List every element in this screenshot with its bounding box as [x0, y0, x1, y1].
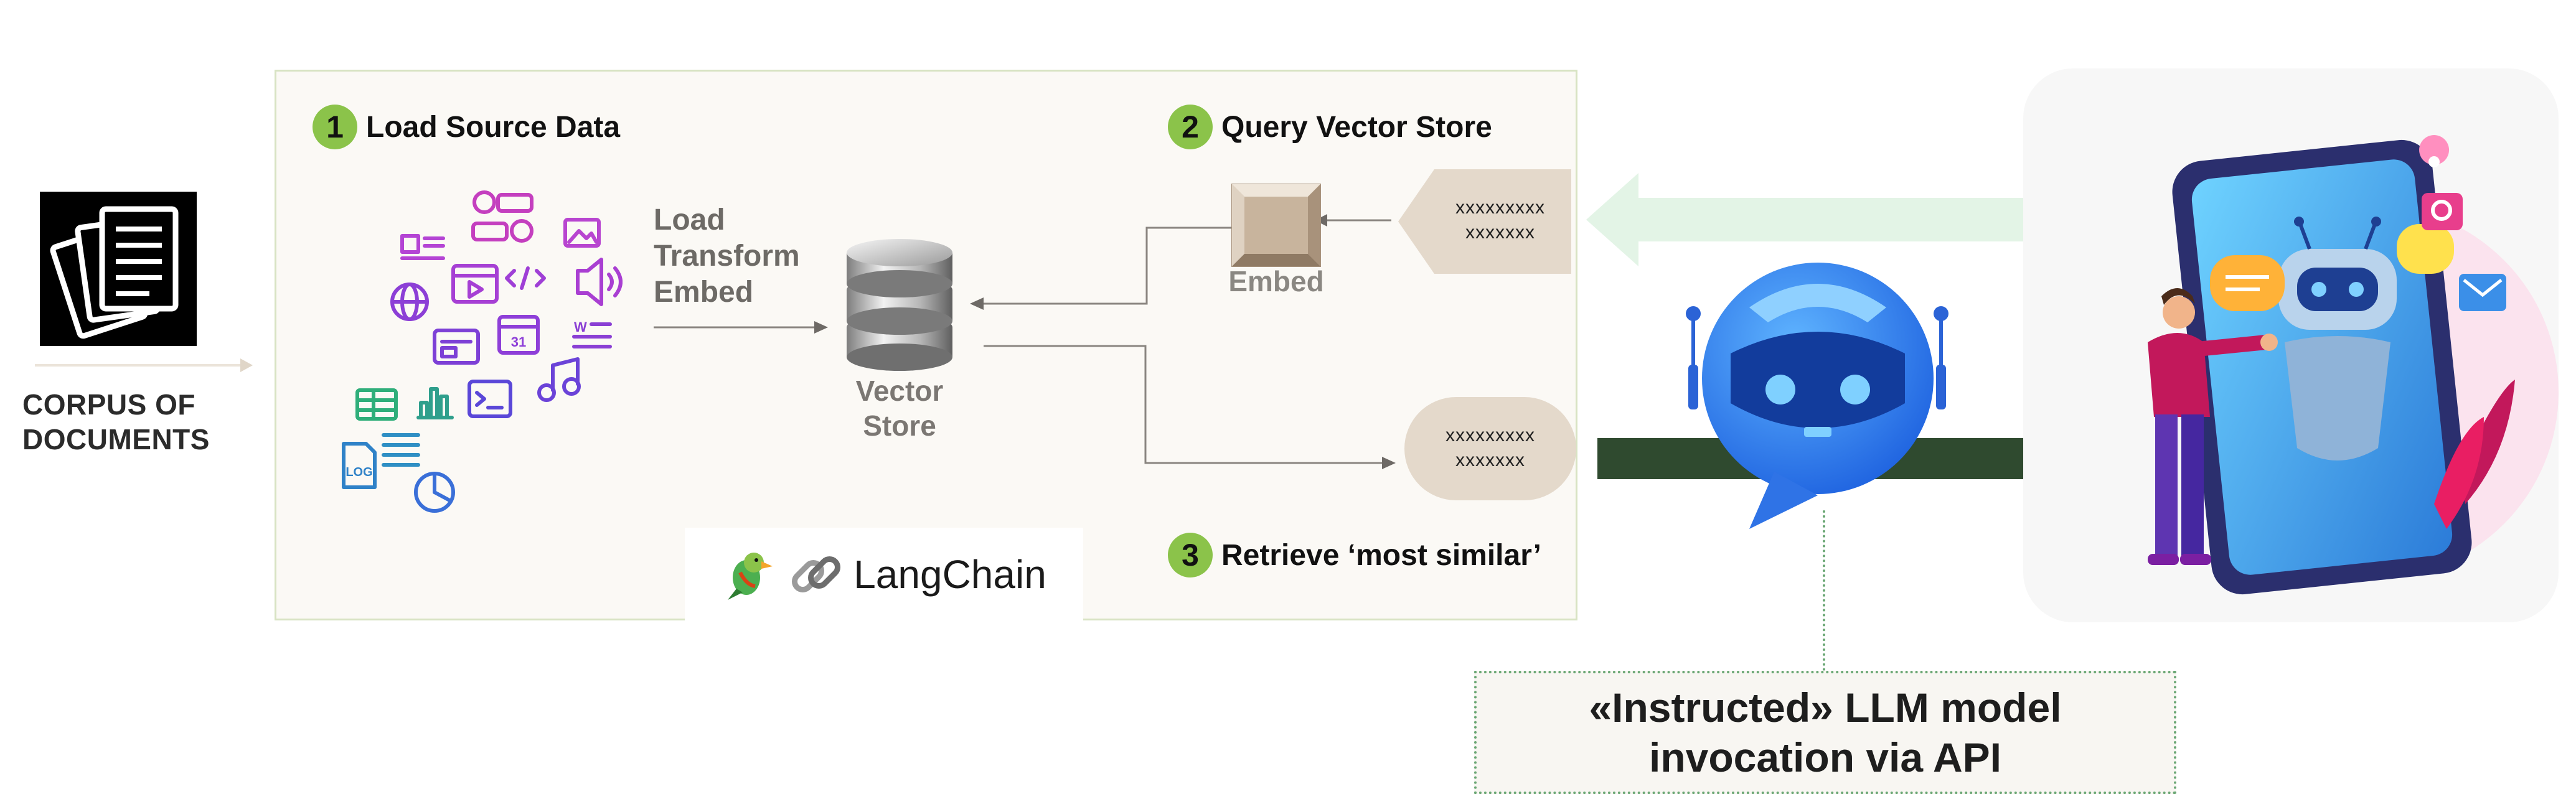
parrot-icon	[728, 553, 773, 600]
music-icon	[537, 357, 581, 402]
step-3-heading: 3 Retrieve ‘most similar’	[1168, 533, 1541, 577]
corpus-label: CORPUS OF DOCUMENTS	[22, 387, 210, 457]
id-card-icon	[433, 329, 480, 365]
video-player-icon	[451, 264, 499, 304]
app-robot	[2278, 217, 2397, 460]
step-3-badge: 3	[1168, 533, 1213, 577]
calendar-icon: 31	[497, 315, 540, 355]
result-token-line1: xxxxxxxxx	[1445, 425, 1535, 446]
text-document-icon: W	[572, 319, 612, 348]
step-2-label: Query Vector Store	[1221, 110, 1492, 144]
result-token: xxxxxxxxx xxxxxxx	[1404, 397, 1576, 500]
query-token: xxxxxxxxx xxxxxxx	[1398, 169, 1571, 274]
chain-link-icon	[792, 556, 841, 592]
query-token-line2: xxxxxxx	[1465, 222, 1535, 243]
load-arrow	[654, 321, 828, 334]
embed-caption: Embed	[1228, 265, 1324, 297]
vector-store-caption: Vector Store	[822, 373, 977, 443]
load-text: Load	[654, 203, 725, 236]
step-1-label: Load Source Data	[366, 110, 621, 144]
app-bubbles	[2210, 135, 2506, 311]
image-icon	[563, 218, 601, 248]
corpus-arrow	[35, 356, 253, 378]
step-3-label: Retrieve ‘most similar’	[1221, 538, 1542, 572]
embed-cube-icon	[1229, 182, 1323, 269]
step-2-badge: 2	[1168, 105, 1213, 149]
transform-text: Transform	[654, 240, 800, 273]
text-list-icon	[400, 234, 445, 260]
source-data-icons: 31 W LOG	[330, 184, 623, 520]
speaker-icon	[576, 258, 623, 306]
svg-text:W: W	[574, 319, 587, 335]
flow-connectors	[647, 199, 1413, 485]
result-token-line2: xxxxxxx	[1455, 450, 1525, 470]
bar-chart-icon	[416, 387, 454, 419]
step-1-badge: 1	[313, 105, 357, 149]
llm-connector	[1823, 510, 1829, 671]
table-icon	[355, 388, 398, 421]
llm-line1: «Instructed» LLM model	[1589, 685, 2062, 731]
query-to-embed-arrow	[1315, 214, 1391, 227]
llm-invocation-box: «Instructed» LLM model invocation via AP…	[1474, 671, 2176, 794]
embed-to-store-arrow	[970, 227, 1234, 310]
bot-antenna-right	[1934, 306, 1948, 409]
corpus-label-line2: DOCUMENTS	[22, 423, 210, 456]
response-arrow	[1586, 173, 2134, 266]
langchain-logo: LangChain	[685, 528, 1083, 621]
vector-store-line2: Store	[863, 409, 936, 442]
vector-store-database-icon	[834, 230, 965, 373]
step-2-heading: 2 Query Vector Store	[1168, 105, 1492, 149]
mobile-chatbot-app-icon	[2023, 68, 2559, 629]
log-file-icon: LOG	[342, 442, 377, 489]
bot-antenna-left	[1686, 306, 1701, 409]
svg-text:LOG: LOG	[346, 465, 372, 479]
chatbot-icon	[1681, 248, 1955, 534]
langchain-label: LangChain	[853, 552, 1046, 597]
vector-store-line1: Vector	[855, 375, 944, 407]
app-leaves	[2434, 380, 2515, 529]
embed-text: Embed	[654, 276, 754, 309]
corpus-documents-icon	[40, 192, 197, 346]
app-person	[2148, 288, 2278, 565]
llm-line2: invocation via API	[1648, 734, 2002, 780]
lines-icon	[382, 433, 420, 467]
corpus-label-line1: CORPUS OF	[22, 388, 195, 421]
query-token-line1: xxxxxxxxx	[1455, 197, 1545, 218]
pie-chart-icon	[414, 472, 455, 513]
store-to-result-arrow	[984, 345, 1396, 469]
svg-text:31: 31	[511, 334, 526, 350]
load-transform-embed: Load Transform Embed	[654, 202, 800, 311]
terminal-icon	[468, 380, 512, 418]
code-icon	[505, 266, 546, 290]
step-1-heading: 1 Load Source Data	[313, 105, 620, 149]
profile-cards-icon	[471, 190, 534, 243]
globe-icon	[390, 283, 429, 321]
